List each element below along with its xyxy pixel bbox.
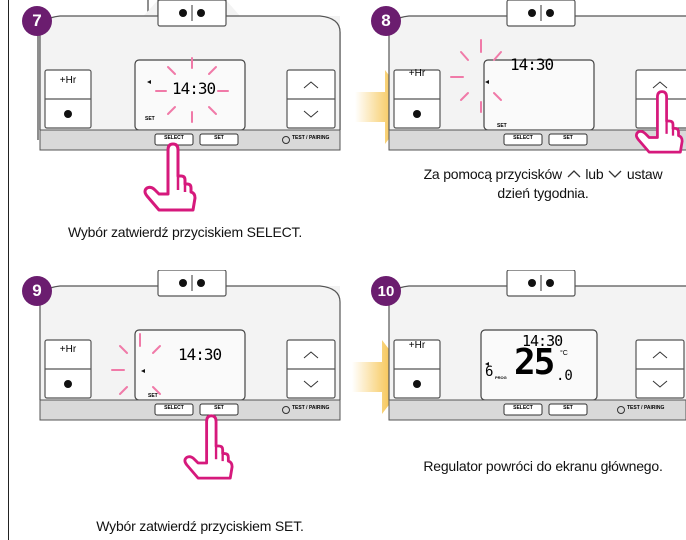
display-temperature-decimal: .0 xyxy=(556,368,573,384)
set-button[interactable]: SET xyxy=(214,135,224,141)
display-temperature: 25 xyxy=(514,342,555,383)
display-prog-label: PROG xyxy=(495,375,507,380)
test-pairing-button[interactable]: TEST / PAIRING xyxy=(292,405,330,411)
thermostat-device xyxy=(37,0,341,151)
display-set-label: SET xyxy=(145,116,155,122)
caption-step-9: Wybór zatwierdź przyciskiem SET. xyxy=(96,518,304,534)
device-side-label: +Hr xyxy=(59,344,77,355)
caption-step-8-part-a: Za pomocą przycisków xyxy=(423,166,563,182)
step-number-badge: 7 xyxy=(22,6,52,36)
select-button[interactable]: SELECT xyxy=(164,135,184,141)
display-time: 14:30 xyxy=(522,332,563,350)
chevron-down-icon xyxy=(607,165,623,184)
pointing-hand-icon xyxy=(634,90,684,154)
display-time: 14:30 xyxy=(172,79,216,98)
select-button[interactable]: SELECT xyxy=(513,405,533,411)
caption-step-8-part-c: ustaw xyxy=(626,166,663,182)
select-button[interactable]: SELECT xyxy=(164,405,184,411)
thermostat-device xyxy=(39,270,341,421)
pointing-hand-icon xyxy=(183,414,234,480)
display-time: 14:30 xyxy=(510,55,554,74)
chevron-up-icon xyxy=(566,165,582,184)
set-button[interactable]: SET xyxy=(563,135,573,141)
caption-step-8: Za pomocą przycisków lub ustaw dzień tyg… xyxy=(400,165,686,203)
step-number-badge: 9 xyxy=(22,276,52,306)
step-number-badge: 10 xyxy=(371,276,401,306)
test-pairing-button[interactable]: TEST / PAIRING xyxy=(292,135,330,141)
device-side-label: +Hr xyxy=(59,75,77,86)
select-button[interactable]: SELECT xyxy=(513,135,533,141)
device-side-label: +Hr xyxy=(408,68,426,79)
set-button[interactable]: SET xyxy=(563,405,573,411)
display-temperature-unit: °C xyxy=(560,350,568,357)
pointing-hand-icon xyxy=(143,142,197,212)
display-day-number: 6 xyxy=(485,364,494,380)
caption-step-10: Regulator powróci do ekranu głównego. xyxy=(423,458,663,474)
display-set-label: SET xyxy=(148,393,158,399)
caption-step-8-line-2: dzień tygodnia. xyxy=(497,185,589,201)
display-set-label: SET xyxy=(497,123,507,129)
test-pairing-button[interactable]: TEST / PAIRING xyxy=(627,405,665,411)
step-number-badge: 8 xyxy=(371,6,401,36)
left-border-line xyxy=(8,0,9,540)
thermostat-device xyxy=(388,0,686,151)
set-button[interactable]: SET xyxy=(214,405,224,411)
caption-step-8-part-b: lub xyxy=(585,166,604,182)
caption-step-7: Wybór zatwierdź przyciskiem SELECT. xyxy=(67,224,303,240)
thermostat-device xyxy=(388,270,686,421)
display-time: 14:30 xyxy=(178,345,222,364)
device-side-label: +Hr xyxy=(408,340,426,351)
